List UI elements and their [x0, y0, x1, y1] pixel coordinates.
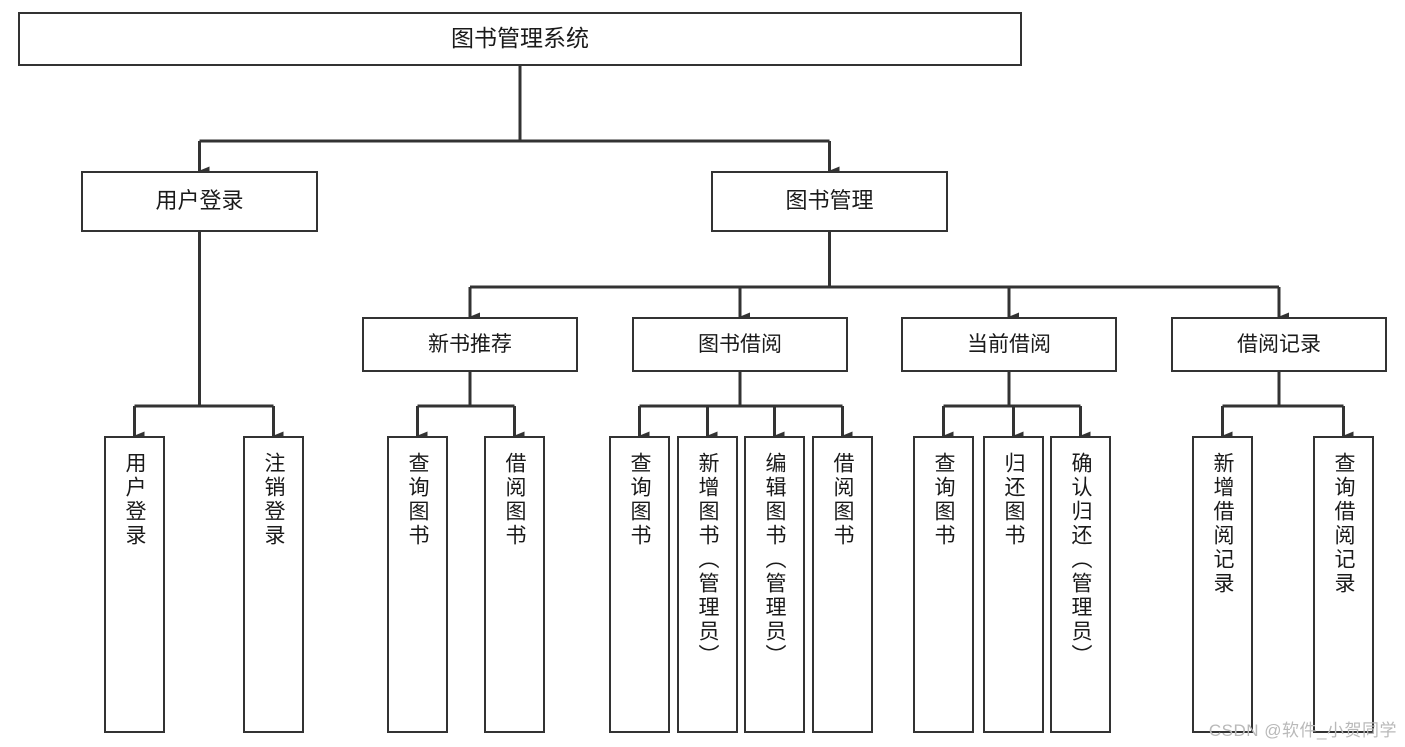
node-leaf-query-book-rec[interactable]: 查询图书: [387, 436, 448, 733]
node-label-leaf-add-record: 新增借阅记录: [1211, 452, 1234, 596]
node-leaf-return-book[interactable]: 归还图书: [983, 436, 1044, 733]
node-label-leaf-confirm-return: 确认归还（管理员）: [1069, 452, 1092, 668]
node-label-leaf-query-record: 查询借阅记录: [1332, 452, 1355, 596]
node-label-root: 图书管理系统: [451, 25, 589, 52]
node-label-leaf-logout: 注销登录: [262, 452, 285, 548]
node-label-book-borrow: 图书借阅: [698, 332, 782, 356]
node-label-current-borrow: 当前借阅: [967, 332, 1051, 356]
node-label-leaf-query-book-cur: 查询图书: [932, 452, 955, 548]
node-leaf-confirm-return[interactable]: 确认归还（管理员）: [1050, 436, 1111, 733]
node-label-leaf-edit-book: 编辑图书（管理员）: [763, 452, 786, 668]
node-leaf-add-record[interactable]: 新增借阅记录: [1192, 436, 1253, 733]
node-label-user-login: 用户登录: [155, 188, 244, 214]
node-label-leaf-add-book: 新增图书（管理员）: [696, 452, 719, 668]
node-root[interactable]: 图书管理系统: [18, 12, 1022, 66]
node-user-login[interactable]: 用户登录: [81, 171, 318, 232]
node-leaf-edit-book[interactable]: 编辑图书（管理员）: [744, 436, 805, 733]
node-label-leaf-user-login: 用户登录: [123, 452, 146, 548]
node-current-borrow[interactable]: 当前借阅: [901, 317, 1117, 372]
node-label-leaf-query-book-rec: 查询图书: [406, 452, 429, 548]
node-leaf-query-record[interactable]: 查询借阅记录: [1313, 436, 1374, 733]
node-leaf-query-book[interactable]: 查询图书: [609, 436, 670, 733]
node-label-borrow-record: 借阅记录: [1237, 332, 1321, 356]
node-borrow-record[interactable]: 借阅记录: [1171, 317, 1387, 372]
node-leaf-add-book[interactable]: 新增图书（管理员）: [677, 436, 738, 733]
node-leaf-user-login[interactable]: 用户登录: [104, 436, 165, 733]
node-label-leaf-return-book: 归还图书: [1002, 452, 1025, 548]
node-label-leaf-borrow-book: 借阅图书: [831, 452, 854, 548]
node-new-book-rec[interactable]: 新书推荐: [362, 317, 578, 372]
node-label-leaf-query-book: 查询图书: [628, 452, 651, 548]
node-book-borrow[interactable]: 图书借阅: [632, 317, 848, 372]
node-leaf-borrow-book[interactable]: 借阅图书: [812, 436, 873, 733]
node-leaf-query-book-cur[interactable]: 查询图书: [913, 436, 974, 733]
node-label-leaf-borrow-book-rec: 借阅图书: [503, 452, 526, 548]
node-leaf-borrow-book-rec[interactable]: 借阅图书: [484, 436, 545, 733]
node-leaf-logout[interactable]: 注销登录: [243, 436, 304, 733]
node-book-manage[interactable]: 图书管理: [711, 171, 948, 232]
node-label-new-book-rec: 新书推荐: [428, 332, 512, 356]
node-label-book-manage: 图书管理: [785, 188, 874, 214]
